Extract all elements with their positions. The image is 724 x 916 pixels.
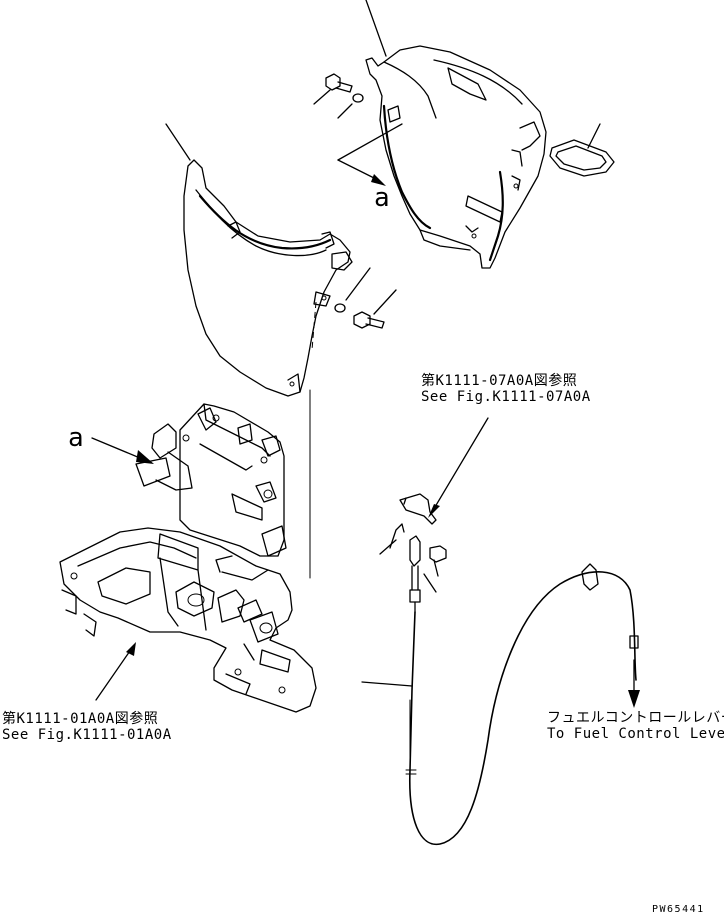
middle-cover (165, 123, 353, 579)
to-lever-jp: フュエルコントロールレバーへ (547, 710, 724, 726)
ref-bottom-jp: 第K1111-01A0A図参照 (2, 710, 158, 727)
view-label-a-left: a (68, 423, 84, 453)
ref-top-jp: 第K1111-07A0A図参照 (421, 372, 577, 389)
bolt-upper (313, 73, 364, 119)
ref-top-en: See Fig.K1111-07A0A (421, 389, 591, 405)
drawing-number: PW65441 (652, 904, 705, 915)
view-label-a-top: a (374, 183, 390, 213)
leader-bottom-ref (95, 642, 136, 701)
fuel-control-cable (361, 417, 640, 846)
view-arrow-left: a (68, 423, 154, 464)
upper-right-cover (365, 0, 547, 269)
to-lever-en: To Fuel Control Lever (547, 726, 724, 742)
bolt-middle (334, 267, 397, 329)
bracket-assembly (59, 403, 317, 713)
view-arrow-top: a (337, 123, 403, 213)
grommet-seal (549, 123, 615, 177)
ref-bottom-en: See Fig.K1111-01A0A (2, 727, 172, 743)
